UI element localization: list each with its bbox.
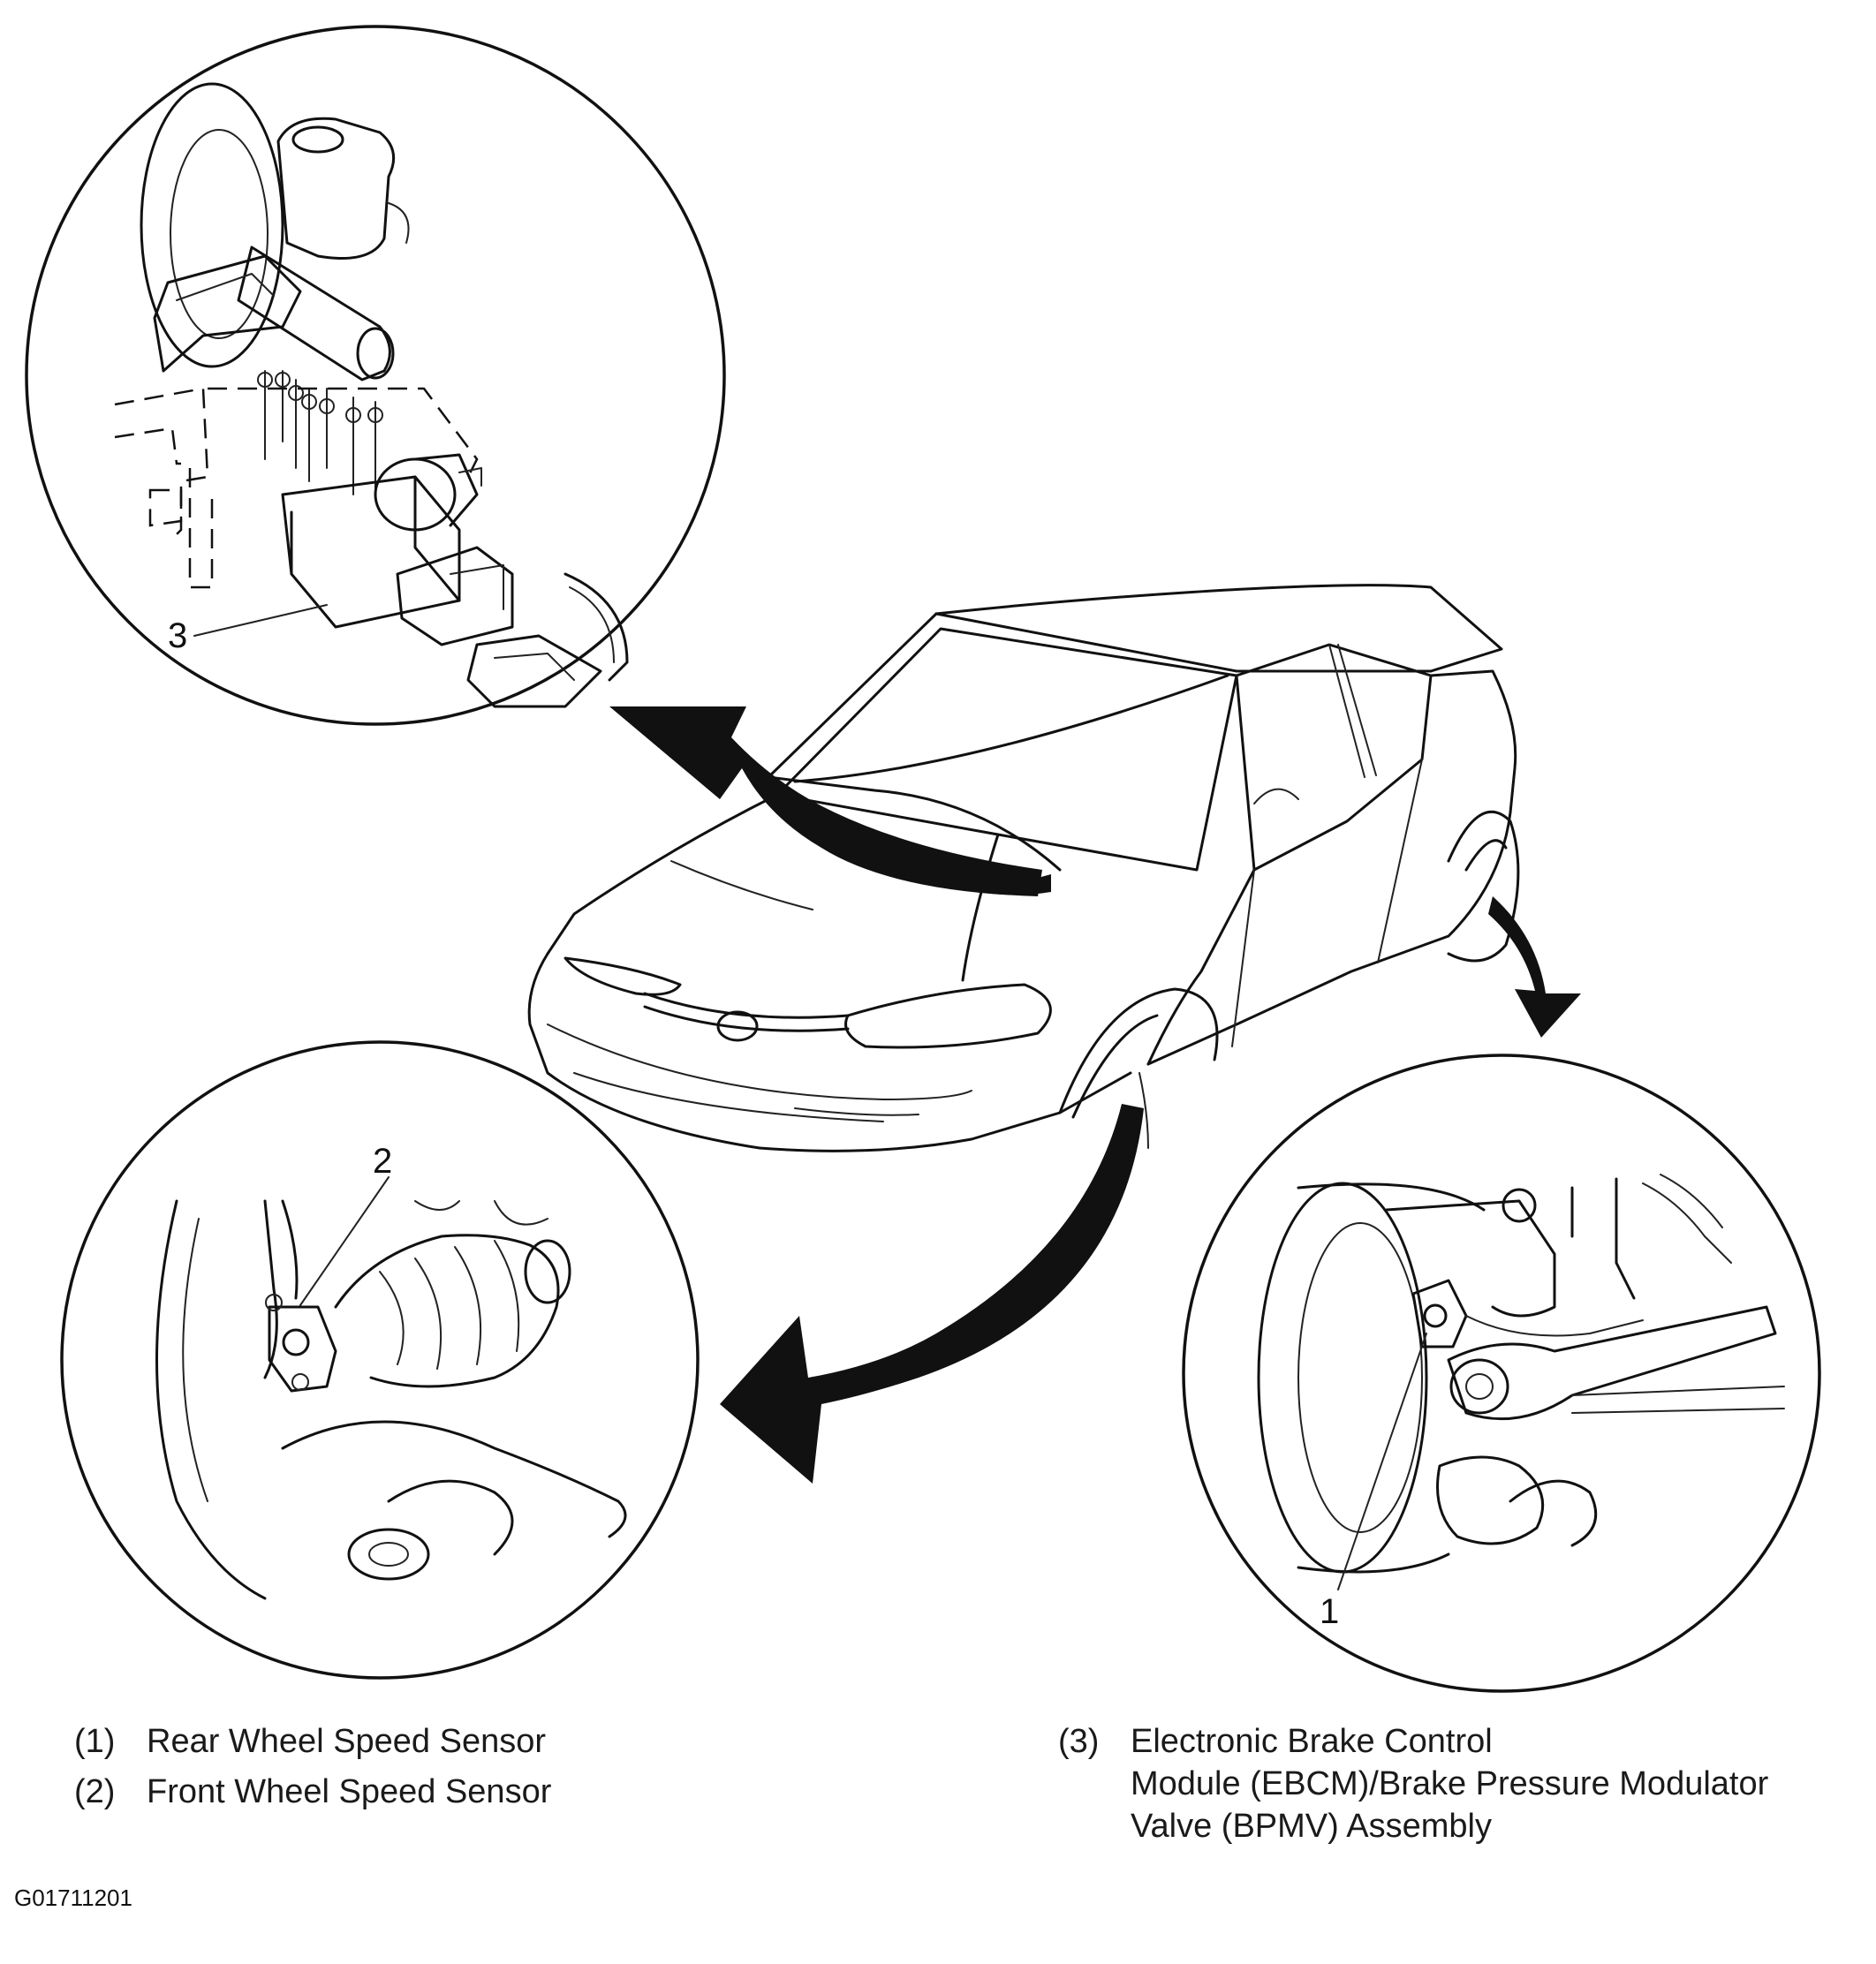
callout-3-label: 3 xyxy=(168,616,187,655)
legend-item-1-number: (1) xyxy=(74,1723,116,1760)
legend-item-2-text: Front Wheel Speed Sensor xyxy=(147,1773,552,1810)
legend-item-3: (3) Electronic Brake Control Module (EBC… xyxy=(1058,1720,1768,1847)
car-illustration xyxy=(527,584,1520,1152)
legend-item-3-text: Electronic Brake Control Module (EBCM)/B… xyxy=(1131,1723,1769,1845)
arrow-to-front-sensor xyxy=(720,1104,1144,1484)
arrow-to-ebcm xyxy=(609,706,1051,896)
callout-2-label: 2 xyxy=(373,1142,392,1181)
rear-wheel-speed-sensor-detail-circle xyxy=(1182,1054,1821,1693)
legend-item-1-text: Rear Wheel Speed Sensor xyxy=(147,1723,547,1760)
legend-item-2-number: (2) xyxy=(74,1773,116,1810)
legend-item-3-number: (3) xyxy=(1058,1723,1100,1760)
legend-left-column: (1) Rear Wheel Speed Sensor (2) Front Wh… xyxy=(74,1720,551,1821)
legend-item-2: (2) Front Wheel Speed Sensor xyxy=(74,1771,551,1813)
figure-id: G01711201 xyxy=(14,1885,132,1911)
callout-1-label: 1 xyxy=(1320,1592,1339,1631)
front-wheel-speed-sensor-detail-circle xyxy=(60,1040,700,1680)
arrow-to-rear-sensor xyxy=(1488,896,1581,1038)
ebcm-bpmv-detail-circle xyxy=(25,25,726,726)
legend-right-column: (3) Electronic Brake Control Module (EBC… xyxy=(1058,1720,1768,1847)
legend-item-1: (1) Rear Wheel Speed Sensor xyxy=(74,1720,551,1763)
